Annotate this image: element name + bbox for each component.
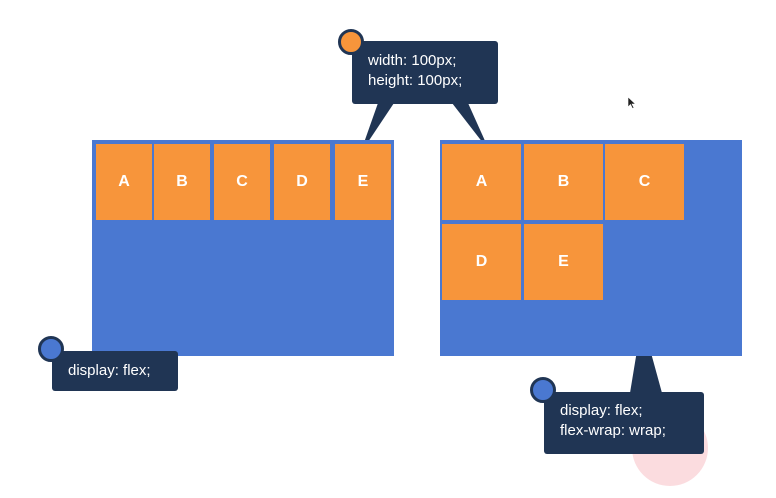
flex-item-c: C (214, 144, 270, 220)
flex-wrap-callout: display: flex; flex-wrap: wrap; (544, 392, 704, 454)
flex-container-nowrap: A B C D E (92, 140, 394, 356)
item-width-label: width: 100px; (368, 52, 457, 69)
callout-dot-icon (338, 29, 364, 55)
mouse-cursor-icon (628, 97, 636, 109)
flex-container-wrap: A B C D E (440, 140, 742, 356)
flex-wrap-label: flex-wrap: wrap; (560, 422, 666, 439)
flex-item-b: B (154, 144, 210, 220)
callout-dot-icon (38, 336, 64, 362)
flex-item-d: D (274, 144, 330, 220)
callout-dot-icon (530, 377, 556, 403)
display-flex-label: display: flex; (560, 402, 643, 419)
display-flex-callout: display: flex; (52, 351, 178, 391)
wrap-item-a: A (442, 144, 521, 220)
wrap-item-b: B (524, 144, 603, 220)
flex-item-a: A (96, 144, 152, 220)
wrap-item-e: E (524, 224, 603, 300)
wrap-item-d: D (442, 224, 521, 300)
flex-item-e: E (335, 144, 391, 220)
item-height-label: height: 100px; (368, 72, 463, 89)
wrap-item-c: C (605, 144, 684, 220)
item-size-callout: width: 100px; height: 100px; (352, 41, 498, 104)
display-flex-label: display: flex; (68, 362, 151, 379)
